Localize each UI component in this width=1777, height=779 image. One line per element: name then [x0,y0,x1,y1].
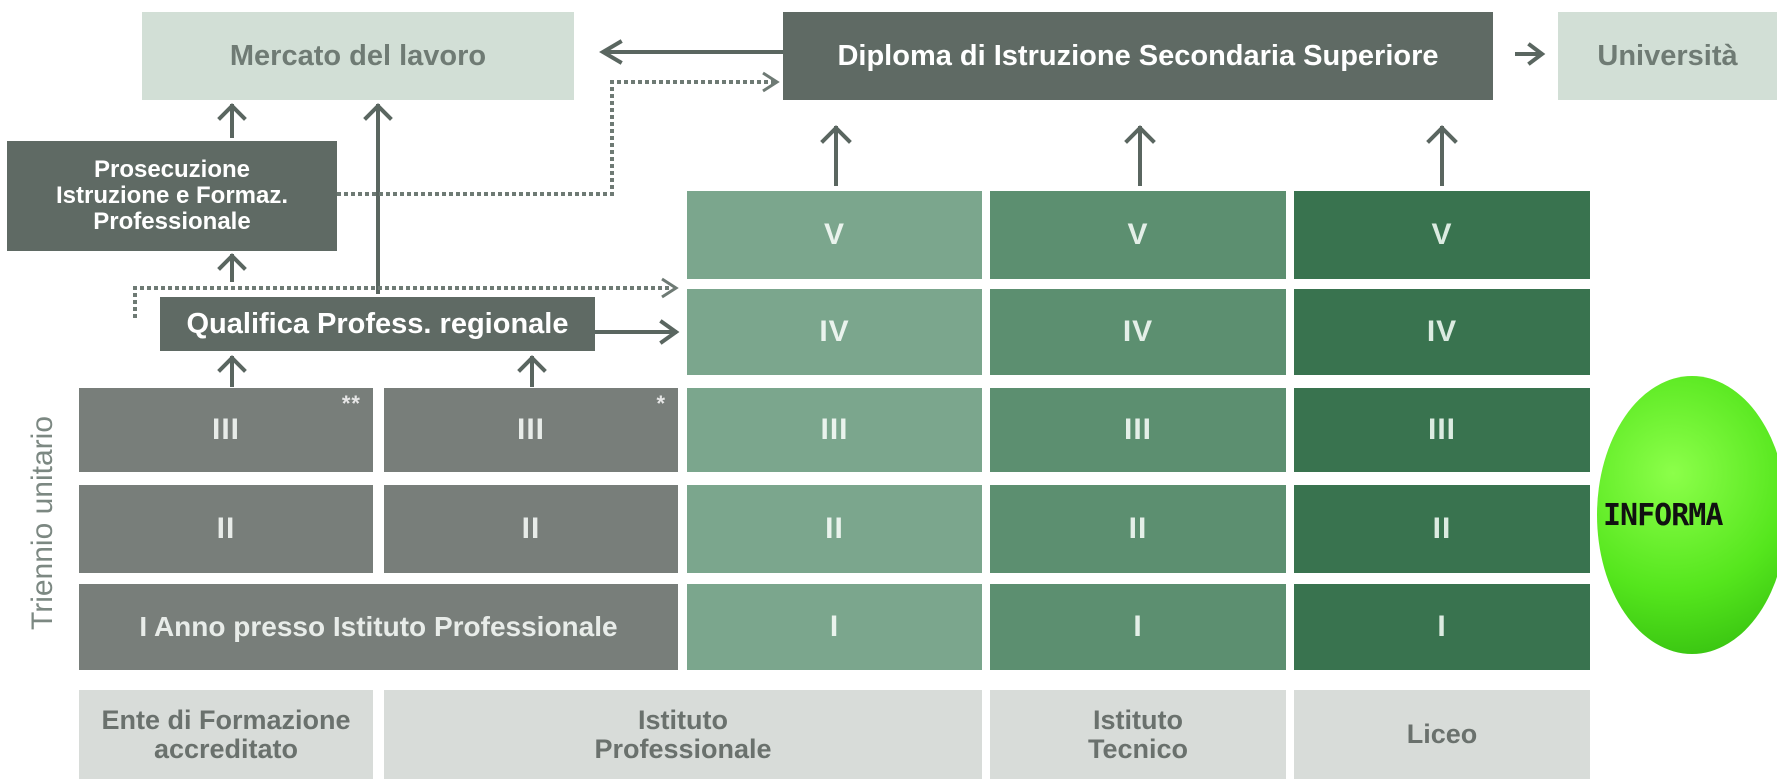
first-year-box: I Anno presso Istituto Professionale [79,584,678,670]
mercato-lavoro-box: Mercato del lavoro [142,12,574,100]
tec-year-iv: IV [990,289,1286,375]
tec-year-v: V [990,191,1286,279]
label-ente-formazione: Ente di Formazione accreditato [79,690,373,779]
prof-year-i: I [687,584,982,670]
informa-badge-text: INFORMA [1603,497,1723,533]
universita-label: Università [1597,39,1738,72]
liceo-year-i: I [1294,584,1590,670]
universita-box: Università [1558,12,1777,100]
liceo-year-iv: IV [1294,289,1590,375]
qualifica-label: Qualifica Profess. regionale [186,307,569,340]
label-liceo: Liceo [1294,690,1590,779]
ente-note-marker: ** [341,391,361,416]
triennio-label: Triennio unitario [26,416,59,630]
mercato-lavoro-label: Mercato del lavoro [229,39,487,72]
prof-year-ii: II [687,485,982,573]
label-istituto-professionale: Istituto Professionale [384,690,982,779]
prosecuzione-box: Prosecuzione Istruzione e Formaz. Profes… [7,141,337,251]
prosecuzione-line-2: Istruzione e Formaz. [55,182,289,210]
ip-regional-year-ii: II [384,485,678,573]
ente-year-ii: II [79,485,373,573]
liceo-year-ii: II [1294,485,1590,573]
ente-year-iii: III ** [79,388,373,472]
ip-regional-year-iii: III * [384,388,678,472]
liceo-year-v: V [1294,191,1590,279]
informa-badge[interactable]: INFORMA [1597,376,1777,654]
prof-year-iii: III [687,388,982,472]
prosecuzione-line-1: Prosecuzione [93,156,251,184]
qualifica-box: Qualifica Profess. regionale [160,297,595,351]
diploma-box: Diploma di Istruzione Secondaria Superio… [783,12,1493,100]
label-istituto-tecnico: Istituto Tecnico [990,690,1286,779]
tec-year-ii: II [990,485,1286,573]
tec-year-i: I [990,584,1286,670]
liceo-year-iii: III [1294,388,1590,472]
first-year-label: I Anno presso Istituto Professionale [139,611,618,643]
prosecuzione-line-3: Professionale [93,207,251,235]
tec-year-iii: III [990,388,1286,472]
diploma-label: Diploma di Istruzione Secondaria Superio… [837,39,1439,72]
prof-year-v: V [687,191,982,279]
prof-year-iv: IV [687,289,982,375]
ip-note-marker: * [656,391,666,416]
